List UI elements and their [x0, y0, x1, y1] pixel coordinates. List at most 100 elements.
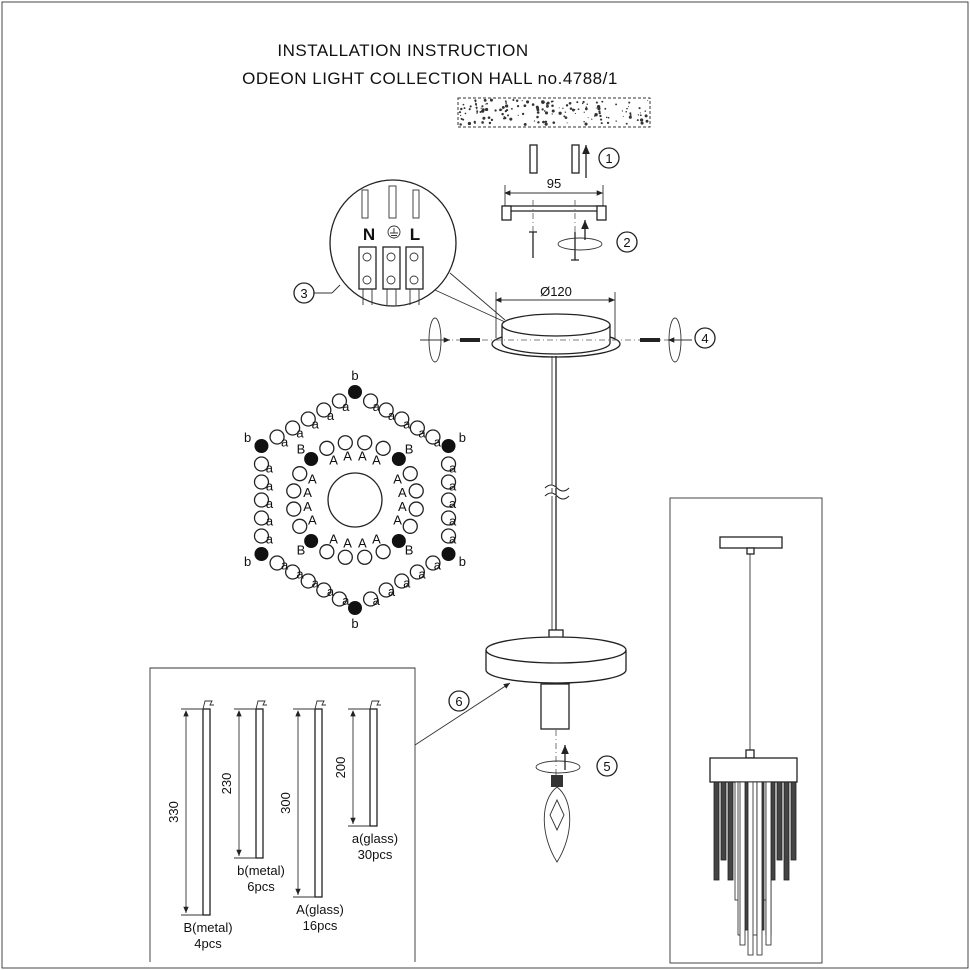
glass-bead — [357, 549, 373, 565]
bead-label: B — [297, 441, 306, 456]
glass-bead — [316, 402, 332, 418]
bead-label: a — [296, 566, 304, 581]
glass-bead — [286, 483, 302, 499]
part-qty: 16pcs — [303, 918, 338, 933]
rod — [739, 781, 746, 946]
ceiling — [457, 97, 651, 128]
glass-bead — [300, 573, 316, 589]
bead-label: b — [459, 554, 466, 569]
bead-label: a — [281, 434, 289, 449]
bead-label: A — [393, 472, 402, 487]
glass-bead — [331, 393, 348, 409]
bead-label: a — [373, 593, 381, 608]
glass-bead — [378, 582, 394, 598]
glass-bead — [300, 411, 316, 427]
bead-label: A — [308, 472, 317, 487]
glass-bead — [253, 528, 270, 544]
rod — [790, 781, 797, 861]
bead-label: A — [329, 531, 338, 546]
bead-label: a — [373, 399, 381, 414]
glass-bead — [402, 466, 418, 482]
bead-label: A — [398, 499, 407, 514]
assembled-view-panel — [669, 497, 823, 964]
glass-bead — [408, 483, 424, 499]
bead-label: a — [266, 461, 274, 476]
subtitle: ODEON LIGHT COLLECTION HALL no.4788/1 — [242, 69, 618, 88]
metal-bead — [348, 601, 362, 615]
part-qty: 30pcs — [358, 847, 393, 862]
bead-label: A — [343, 535, 352, 550]
glass-bead — [319, 440, 335, 456]
glass-bead — [292, 466, 308, 482]
rod — [720, 781, 727, 861]
bead-label: a — [418, 426, 426, 441]
step-6-badge: 6 — [448, 690, 470, 712]
bead-label: A — [372, 531, 381, 546]
part-name: b(metal) — [237, 863, 285, 878]
bead-label: B — [405, 543, 414, 558]
bead-label: a — [342, 399, 350, 414]
glass-bead — [331, 591, 348, 607]
bead-label: a — [449, 478, 457, 493]
glass-bead — [286, 501, 302, 517]
metal-bead — [254, 547, 269, 561]
bead-label: a — [403, 417, 411, 432]
glass-bead — [409, 564, 426, 580]
part-name: A(glass) — [296, 902, 344, 917]
bead-label: A — [303, 499, 312, 514]
assembled-lamp — [709, 536, 798, 956]
bead-label: A — [343, 449, 352, 464]
rod — [783, 781, 790, 881]
glass-bead — [408, 501, 424, 517]
mounting-bracket — [501, 185, 607, 260]
part-length: 200 — [333, 757, 348, 779]
metal-bead — [304, 534, 319, 549]
bead-label: a — [449, 461, 457, 476]
part-length: 330 — [166, 801, 181, 823]
lamp-holder — [485, 629, 627, 780]
bracket-dimension: 95 — [547, 176, 561, 191]
rotate-arrow-icon — [420, 317, 692, 363]
bead-label: a — [312, 575, 320, 590]
svg-text:2: 2 — [623, 235, 630, 250]
glass-bead — [362, 393, 379, 409]
glass-bead — [440, 528, 457, 544]
bead-label: a — [403, 575, 411, 590]
bead-label: A — [308, 512, 317, 527]
bead-label: a — [296, 426, 304, 441]
metal-bead — [254, 439, 269, 453]
glass-bead — [402, 518, 418, 534]
glass-bead — [337, 435, 353, 451]
bead-label: a — [266, 496, 274, 511]
bead-label: A — [398, 485, 407, 500]
glass-bead — [292, 518, 308, 534]
rod — [747, 781, 754, 956]
bead-label: b — [459, 430, 466, 445]
svg-text:6: 6 — [455, 694, 462, 709]
bead-label: B — [405, 441, 414, 456]
svg-text:5: 5 — [603, 759, 610, 774]
glass-bead — [440, 510, 457, 526]
glass-bead — [269, 429, 285, 445]
glass-bead — [425, 555, 441, 571]
glass-bead — [253, 492, 270, 508]
glass-bead — [375, 544, 391, 560]
bulb-icon — [535, 745, 581, 863]
glass-bead — [253, 474, 270, 490]
part-length: 230 — [219, 773, 234, 795]
glass-bead — [440, 492, 457, 508]
metal-bead — [441, 547, 456, 561]
glass-bead — [394, 573, 410, 589]
title: INSTALLATION INSTRUCTION — [277, 41, 528, 60]
terminal-l-label: L — [410, 225, 420, 244]
bead-label: a — [449, 496, 457, 511]
canopy-dimension: Ø120 — [540, 284, 572, 299]
bead-label: a — [266, 531, 274, 546]
bead-label: A — [358, 535, 367, 550]
bead-label: A — [372, 453, 381, 468]
bead-label: a — [327, 408, 335, 423]
